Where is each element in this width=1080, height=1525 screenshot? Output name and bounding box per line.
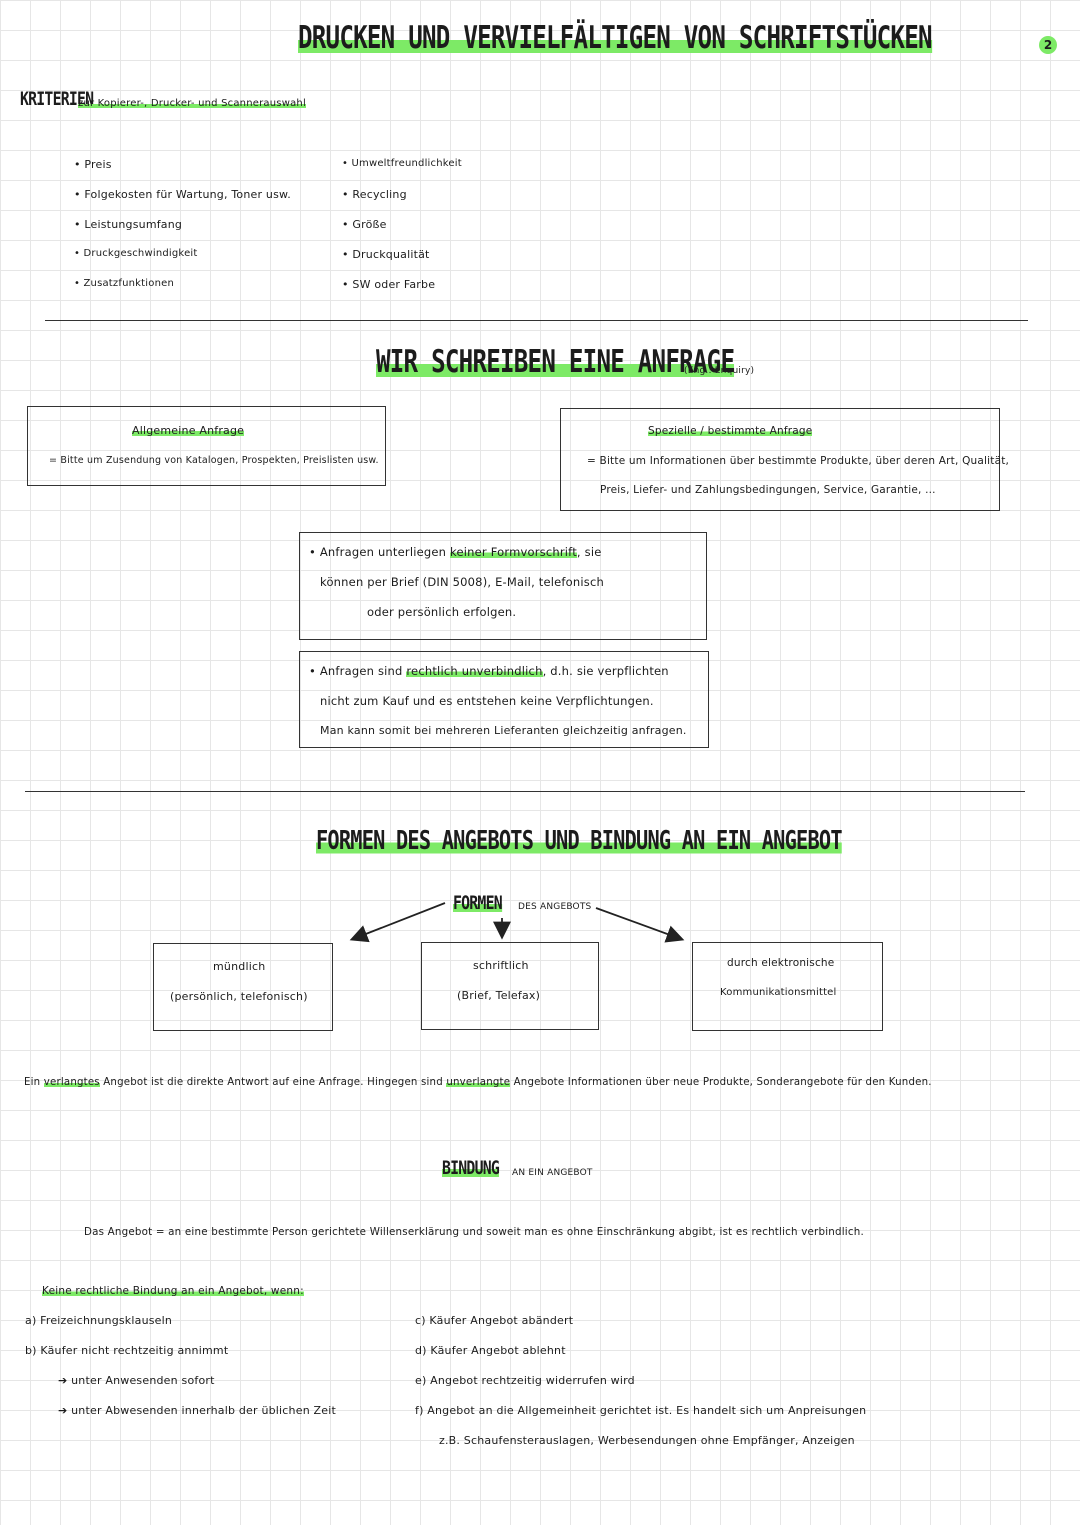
criteria-sublabel: zur Kopierer-, Drucker- und Scannerauswa… bbox=[78, 98, 306, 109]
written-line1: schriftlich bbox=[473, 959, 529, 972]
form-rule-box bbox=[299, 532, 707, 640]
offer-sentence: Ein verlangtes Angebot ist die direkte A… bbox=[24, 1077, 932, 1088]
criteria-left-item: Zusatzfunktionen bbox=[74, 278, 174, 289]
criteria-right-item: Druckqualität bbox=[342, 248, 430, 261]
form-rule-line1: Anfragen unterliegen keiner Formvorschri… bbox=[309, 545, 602, 559]
arrow-right bbox=[595, 907, 685, 943]
arrow-right-icon: ➔ bbox=[58, 1404, 72, 1417]
form-rule-line3: oder persönlich erfolgen. bbox=[367, 605, 517, 619]
oral-line1: mündlich bbox=[213, 960, 266, 973]
no-binding-a: a) Freizeichnungsklauseln bbox=[25, 1314, 173, 1327]
binding-rule-line2: nicht zum Kauf und es entstehen keine Ve… bbox=[320, 694, 654, 708]
written-box bbox=[421, 942, 599, 1030]
written-line2: (Brief, Telefax) bbox=[457, 989, 541, 1002]
formen-heading-rest: DES ANGEBOTS bbox=[518, 902, 592, 912]
general-inquiry-title: Allgemeine Anfrage bbox=[132, 424, 245, 437]
offer-definition: Das Angebot = an eine bestimmte Person g… bbox=[84, 1226, 864, 1238]
criteria-left-item: Folgekosten für Wartung, Toner usw. bbox=[74, 188, 291, 201]
main-title: DRUCKEN UND VERVIELFÄLTIGEN VON SCHRIFTS… bbox=[298, 20, 933, 56]
criteria-left-item: Preis bbox=[74, 158, 112, 171]
criteria-right-item: Umweltfreundlichkeit bbox=[342, 158, 462, 169]
no-binding-b2: ➔ unter Abwesenden innerhalb der übliche… bbox=[58, 1404, 337, 1417]
special-inquiry-title: Spezielle / bestimmte Anfrage bbox=[648, 425, 813, 437]
criteria-left-item: Leistungsumfang bbox=[74, 218, 182, 231]
binding-rule-box bbox=[299, 651, 709, 748]
anfrage-eng: (Eng.: Enquiry) bbox=[684, 366, 755, 376]
no-binding-c: c) Käufer Angebot abändert bbox=[415, 1314, 574, 1327]
divider bbox=[45, 320, 1028, 321]
criteria-left-item: Druckgeschwindigkeit bbox=[74, 248, 198, 259]
arrow-left bbox=[349, 902, 446, 943]
oral-box bbox=[153, 943, 333, 1031]
criteria-right-item: Größe bbox=[342, 218, 387, 231]
angebot-title: FORMEN DES ANGEBOTS UND BINDUNG AN EIN A… bbox=[316, 826, 843, 856]
criteria-right-item: SW oder Farbe bbox=[342, 278, 435, 291]
electronic-line2: Kommunikationsmittel bbox=[720, 987, 837, 998]
arrow-right-icon: ➔ bbox=[58, 1374, 72, 1387]
no-binding-b1: ➔ unter Anwesenden sofort bbox=[58, 1374, 215, 1387]
binding-rule-line1: Anfragen sind rechtlich unverbindlich, d… bbox=[309, 664, 669, 678]
special-inquiry-line2: Preis, Liefer- und Zahlungsbedingungen, … bbox=[600, 484, 936, 496]
no-binding-e: e) Angebot rechtzeitig widerrufen wird bbox=[415, 1374, 635, 1387]
special-inquiry-box bbox=[560, 408, 1000, 511]
electronic-line1: durch elektronische bbox=[727, 957, 835, 969]
general-inquiry-text: = Bitte um Zusendung von Katalogen, Pros… bbox=[49, 455, 379, 466]
no-binding-b: b) Käufer nicht rechtzeitig annimmt bbox=[25, 1344, 229, 1357]
page-number: 2 bbox=[1043, 38, 1053, 52]
form-rule-line2: können per Brief (DIN 5008), E-Mail, tel… bbox=[320, 575, 604, 589]
oral-line2: (persönlich, telefonisch) bbox=[170, 990, 308, 1003]
bindung-heading: BINDUNG bbox=[442, 1157, 500, 1179]
divider bbox=[25, 791, 1025, 792]
general-inquiry-box bbox=[27, 406, 386, 486]
criteria-label: KRITERIEN bbox=[20, 88, 94, 110]
no-binding-d: d) Käufer Angebot ablehnt bbox=[415, 1344, 566, 1357]
binding-rule-line3: Man kann somit bei mehreren Lieferanten … bbox=[320, 724, 687, 737]
bindung-heading-rest: AN EIN ANGEBOT bbox=[512, 1168, 593, 1178]
page-number-badge: 2 bbox=[1039, 36, 1057, 54]
special-inquiry-line1: = Bitte um Informationen über bestimmte … bbox=[587, 455, 1010, 467]
no-binding-f2: z.B. Schaufensterauslagen, Werbesendunge… bbox=[439, 1434, 855, 1447]
electronic-box bbox=[692, 942, 883, 1031]
anfrage-title: WIR SCHREIBEN EINE ANFRAGE bbox=[376, 344, 735, 380]
formen-heading: FORMEN bbox=[453, 892, 503, 914]
no-binding-f: f) Angebot an die Allgemeinheit gerichte… bbox=[415, 1404, 867, 1417]
criteria-right-item: Recycling bbox=[342, 188, 407, 201]
no-binding-title: Keine rechtliche Bindung an ein Angebot,… bbox=[42, 1285, 304, 1297]
